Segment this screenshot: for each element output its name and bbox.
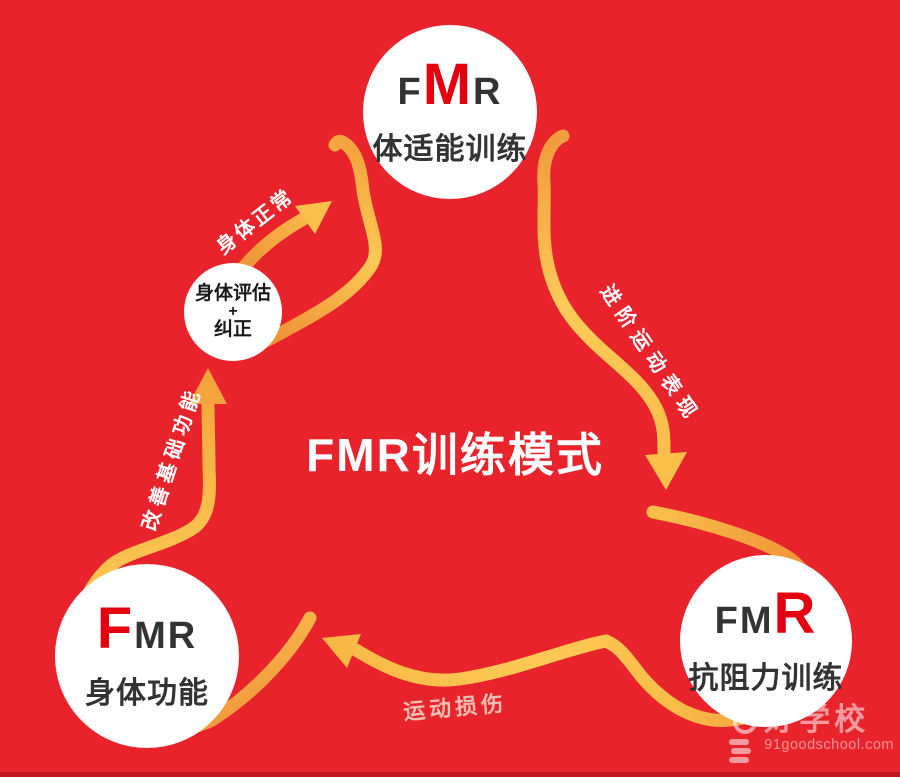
- arrowhead-injury-icon: [322, 634, 361, 668]
- fitness-label: 体适能训练: [372, 133, 528, 166]
- arrowhead-improve-icon: [189, 368, 227, 404]
- resistance-acronym-pre: FM: [714, 600, 774, 642]
- fitness-acronym-post: R: [473, 71, 503, 113]
- resistance-acronym-emphasis: R: [773, 581, 818, 646]
- bottom-edge-strip: [0, 772, 900, 777]
- function-label: 身体功能: [85, 677, 209, 710]
- watermark-name: 好学校: [764, 702, 870, 737]
- function-acronym-post: MR: [134, 615, 198, 657]
- fitness-acronym: FMR: [398, 56, 503, 114]
- assessment-line1: 身体评估: [194, 283, 271, 304]
- assessment-line2: 纠正: [213, 319, 252, 340]
- node-fitness-circle: FMR 体适能训练: [363, 25, 537, 199]
- arrowhead-normal-icon: [295, 201, 332, 234]
- path-assessment-to-fitness-arrow: [233, 209, 316, 279]
- path-assessment-to-fitness: [261, 134, 382, 347]
- fitness-acronym-pre: F: [397, 71, 423, 113]
- assessment-plus: +: [228, 303, 238, 320]
- function-acronym-emphasis: F: [96, 596, 135, 661]
- fitness-acronym-emphasis: M: [422, 52, 474, 117]
- watermark-text: 好学校 91goodschool.com: [764, 703, 894, 754]
- diagram-title: FMR训练模式: [306, 429, 604, 481]
- arrowhead-advanced-icon: [645, 452, 687, 490]
- watermark: 好学校 91goodschool.com: [726, 703, 894, 769]
- resistance-label: 抗阻力训练: [688, 662, 844, 695]
- goodschool-logo-icon: [729, 710, 758, 763]
- node-assessment-circle: 身体评估 + 纠正: [184, 263, 282, 361]
- function-acronym: FMR: [97, 600, 198, 658]
- node-resistance-circle: FMR 抗阻力训练: [680, 555, 852, 727]
- node-function-circle: FMR 身体功能: [55, 564, 239, 748]
- path-fitness-to-resistance: [537, 129, 671, 459]
- resistance-acronym: FMR: [715, 585, 818, 643]
- watermark-site: 91goodschool.com: [764, 737, 894, 753]
